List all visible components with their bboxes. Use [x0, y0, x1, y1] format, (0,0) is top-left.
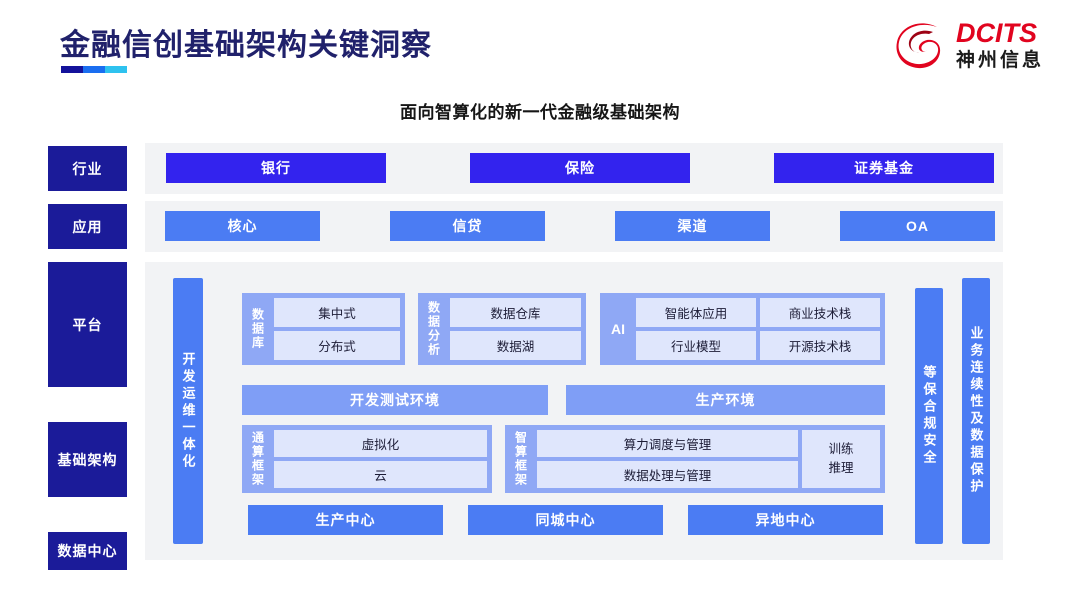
logo-text-en: DCITS [955, 18, 1037, 48]
cell-virtualization[interactable]: 虚拟化 [274, 430, 487, 457]
application-item-channel[interactable]: 渠道 [615, 211, 770, 241]
application-item-credit[interactable]: 信贷 [390, 211, 545, 241]
subtitle: 面向智算化的新一代金融级基础架构 [400, 103, 680, 122]
brand-logo: DCITS 神州信息 [896, 20, 1044, 70]
cell-opensource-stack[interactable]: 开源技术栈 [760, 331, 880, 360]
application-item-core[interactable]: 核心 [165, 211, 320, 241]
datacenter-item-remote[interactable]: 异地中心 [688, 505, 883, 535]
env-production[interactable]: 生产环境 [566, 385, 885, 415]
cell-commercial-stack[interactable]: 商业技术栈 [760, 298, 880, 327]
industry-item-insurance[interactable]: 保险 [470, 153, 690, 183]
application-item-oa[interactable]: OA [840, 211, 995, 241]
env-dev-test[interactable]: 开发测试环境 [242, 385, 548, 415]
group-tag-ai: AI [611, 321, 625, 337]
logo-text-cn: 神州信息 [955, 50, 1044, 71]
title-accent-bar [61, 66, 127, 73]
group-intelligent-compute: 智算框架 算力调度与管理 数据处理与管理 训练 推理 [505, 425, 885, 493]
compliance-vertical-bar: 等保合规安全 [915, 288, 943, 544]
dcits-swirl-logo-icon [896, 23, 941, 69]
row-label-infrastructure: 基础架构 [48, 422, 127, 497]
devops-vertical-bar: 开发运维一体化 [173, 278, 203, 544]
cell-train-inference[interactable]: 训练 推理 [802, 430, 880, 488]
row-label-platform: 平台 [48, 262, 127, 387]
group-analytics: 数据分析 数据仓库 数据湖 [418, 293, 586, 365]
row-label-application: 应用 [48, 204, 127, 249]
datacenter-item-production[interactable]: 生产中心 [248, 505, 443, 535]
cell-data-processing[interactable]: 数据处理与管理 [537, 461, 798, 488]
cell-distributed[interactable]: 分布式 [274, 331, 400, 360]
group-database: 数据库 集中式 分布式 [242, 293, 405, 365]
row-label-industry: 行业 [48, 146, 127, 191]
cell-data-lake[interactable]: 数据湖 [450, 331, 581, 360]
group-ai: AI 智能体应用 商业技术栈 行业模型 开源技术栈 [600, 293, 885, 365]
continuity-vertical-bar: 业务连续性及数据保护 [962, 278, 990, 544]
datacenter-item-metro[interactable]: 同城中心 [468, 505, 663, 535]
group-tag-general-compute: 通算框架 [250, 431, 265, 487]
cell-industry-model[interactable]: 行业模型 [636, 331, 756, 360]
group-general-compute: 通算框架 虚拟化 云 [242, 425, 492, 493]
cell-agent-application[interactable]: 智能体应用 [636, 298, 756, 327]
group-tag-database: 数据库 [250, 308, 265, 350]
cell-cloud[interactable]: 云 [274, 461, 487, 488]
page-title: 金融信创基础架构关键洞察 [60, 29, 432, 62]
industry-item-securities[interactable]: 证券基金 [774, 153, 994, 183]
row-label-datacenter: 数据中心 [48, 532, 127, 570]
cell-data-warehouse[interactable]: 数据仓库 [450, 298, 581, 327]
cell-compute-scheduling[interactable]: 算力调度与管理 [537, 430, 798, 457]
cell-centralized[interactable]: 集中式 [274, 298, 400, 327]
group-tag-analytics: 数据分析 [426, 301, 441, 357]
group-tag-intelligent-compute: 智算框架 [513, 431, 528, 487]
industry-item-bank[interactable]: 银行 [166, 153, 386, 183]
